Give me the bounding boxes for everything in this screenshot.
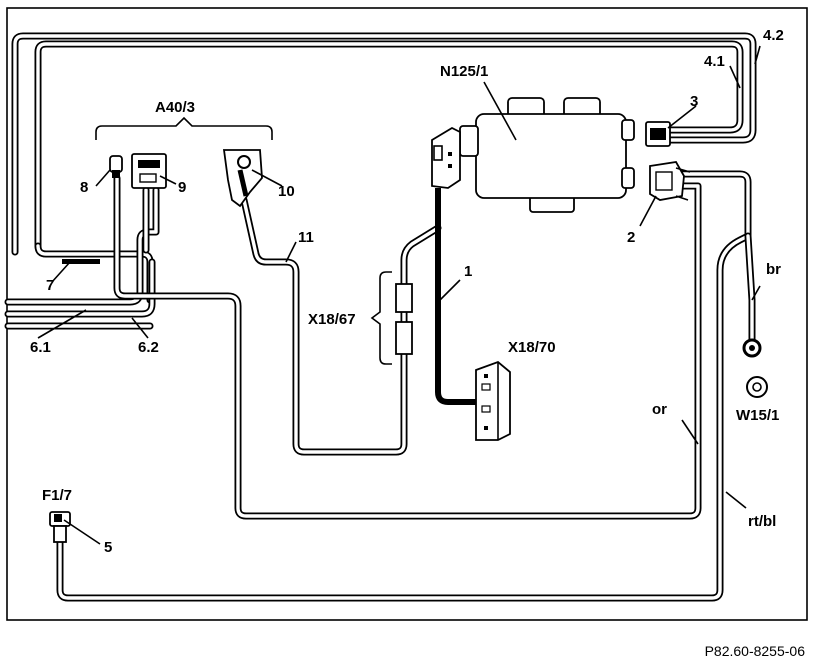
label-2: 2 (627, 229, 635, 246)
component-8 (109, 155, 123, 178)
label-f1-7: F1/7 (42, 487, 72, 504)
sleeve-7 (62, 259, 100, 264)
label-4-1: 4.1 (704, 53, 725, 70)
label-6-2: 6.2 (138, 339, 159, 356)
label-w15-1: W15/1 (736, 407, 779, 424)
n125-1-connector (431, 126, 461, 189)
label-8: 8 (80, 179, 88, 196)
label-1: 1 (464, 263, 472, 280)
ground-point-w15-1 (742, 338, 768, 398)
label-7: 7 (46, 277, 54, 294)
wire-harness (4, 32, 757, 602)
label-or: or (652, 401, 667, 418)
label-x18-70: X18/70 (508, 339, 556, 356)
label-n125-1: N125/1 (440, 63, 488, 80)
label-rt-bl: rt/bl (748, 513, 776, 530)
component-9 (131, 153, 167, 189)
label-11: 11 (298, 229, 314, 246)
label-5: 5 (104, 539, 112, 556)
leader-lines (37, 45, 761, 545)
label-10: 10 (278, 183, 295, 200)
label-6-1: 6.1 (30, 339, 51, 356)
label-4-2: 4.2 (763, 27, 784, 44)
label-br: br (766, 261, 781, 278)
label-x18-67: X18/67 (308, 311, 356, 328)
bracket-x18-67 (370, 271, 392, 365)
label-a40-3: A40/3 (155, 99, 195, 116)
connector-2 (649, 161, 691, 201)
component-10 (222, 149, 263, 208)
label-3: 3 (690, 93, 698, 110)
label-9: 9 (178, 179, 186, 196)
figure-reference: P82.60-8255-06 (705, 643, 806, 659)
connector-3 (645, 121, 671, 147)
connector-x18-70 (475, 360, 511, 441)
control-unit-n125-1 (459, 97, 635, 213)
connector-x18-67 (395, 283, 413, 355)
bracket-a40-3 (95, 116, 273, 140)
fuse-f1-7 (49, 511, 71, 543)
